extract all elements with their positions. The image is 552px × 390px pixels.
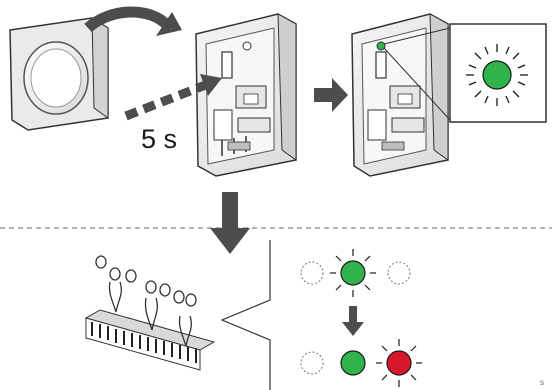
controller-terminal-strip-icon: [84, 309, 216, 371]
led-callout-box: [449, 23, 547, 123]
dim-led-icon: [300, 261, 324, 285]
blinking-green-led-icon: [330, 249, 376, 297]
down-arrow-icon: [210, 192, 250, 254]
registration-button-arrow-icon: [124, 74, 222, 121]
led-sequence-bottom-row: [300, 339, 422, 387]
right-arrow-icon: [314, 78, 348, 112]
thermostat-front-cover-icon: [9, 17, 109, 131]
thermostat-back-plate-led-icon: [351, 13, 451, 177]
channel-led-indicators-icon: [95, 255, 197, 347]
red-led-icon: [376, 339, 422, 387]
sequence-down-arrow-icon: [342, 306, 364, 336]
figure-code: s: [540, 378, 544, 387]
blinking-green-led-icon: [466, 44, 528, 106]
green-led-icon: [340, 350, 366, 376]
dim-led-icon: [300, 351, 324, 375]
hold-duration-label: 5 s: [141, 124, 178, 154]
led-sequence-top-row: [300, 249, 411, 297]
curved-arrow-icon: [84, 6, 182, 36]
callout-bracket: [220, 240, 271, 390]
dim-led-icon: [387, 261, 411, 285]
thermostat-back-plate-icon: [195, 13, 297, 177]
